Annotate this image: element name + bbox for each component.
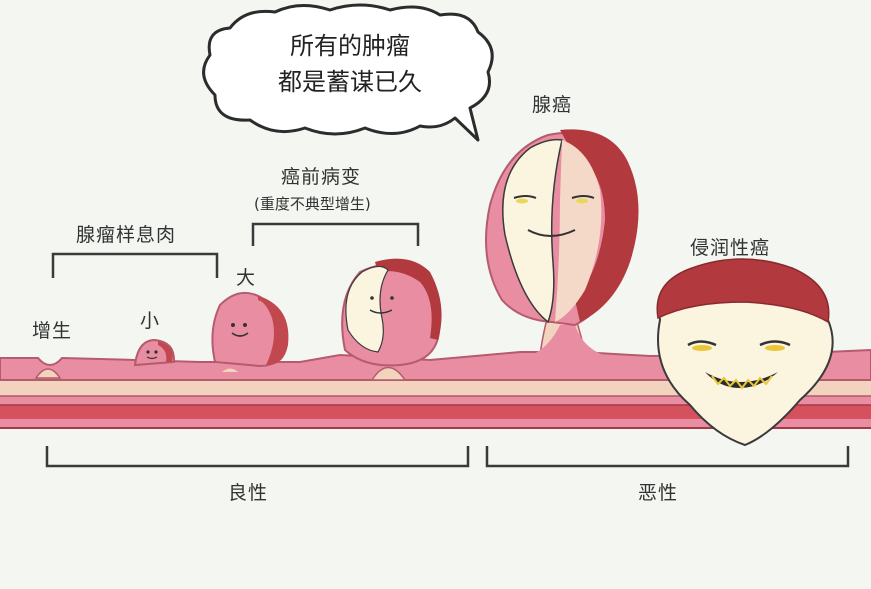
speech-bubble: [202, 3, 494, 142]
label-small: 小: [140, 310, 161, 332]
speech-bubble-line-1: 所有的肿瘤: [290, 32, 410, 60]
label-invasive-carcinoma: 侵润性癌: [690, 237, 771, 259]
precancerous-lesion: [341, 258, 442, 381]
bracket-malignant: [485, 446, 850, 468]
hyperplasia-bump: [34, 368, 62, 379]
label-adenomatous-polyp: 腺瘤样息肉: [76, 224, 177, 246]
speech-bubble-text: 所有的肿瘤 都是蓄谋已久: [235, 28, 465, 100]
label-precancerous-note: (重度不典型增生): [254, 195, 371, 213]
label-large: 大: [236, 267, 257, 289]
tissue-layers: [0, 380, 871, 429]
label-malignant: 恶性: [638, 482, 679, 504]
label-hyperplasia: 增生: [32, 320, 73, 342]
adenocarcinoma-tumor: [485, 129, 639, 360]
label-precancerous: 癌前病变: [281, 166, 362, 188]
bracket-adenomatous-polyp: [51, 252, 219, 278]
small-polyp: [133, 338, 176, 367]
label-adenocarcinoma: 腺癌: [532, 94, 573, 116]
label-benign: 良性: [228, 482, 269, 504]
speech-bubble-line-2: 都是蓄谋已久: [278, 68, 422, 96]
invasive-carcinoma-tumor: [656, 258, 834, 447]
bracket-benign: [45, 446, 470, 468]
large-polyp: [211, 291, 289, 372]
bracket-precancerous: [251, 222, 420, 246]
